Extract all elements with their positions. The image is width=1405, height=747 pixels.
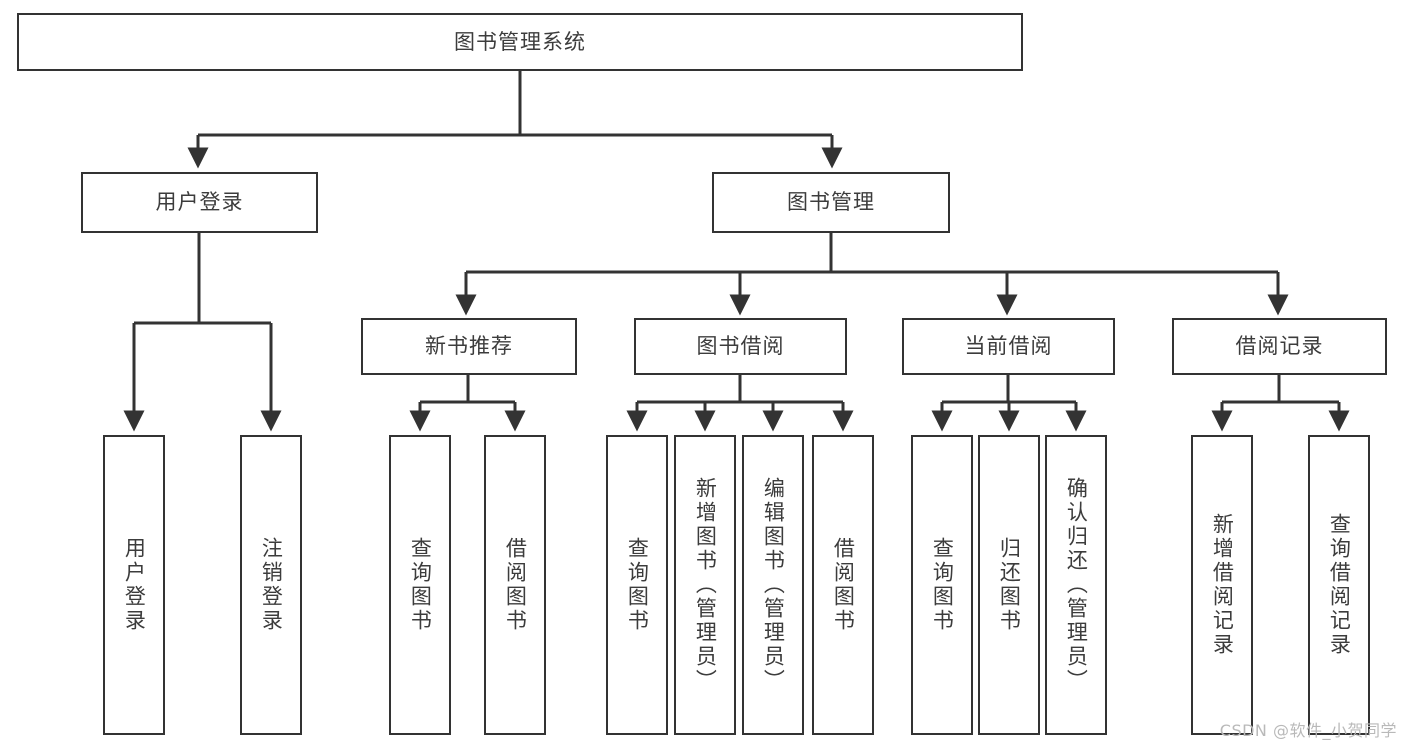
node-leaf-add-book-label: 新增图书（管理员） bbox=[693, 477, 718, 693]
node-leaf-add-book[interactable]: 新增图书（管理员） bbox=[674, 435, 736, 735]
node-leaf-add-record[interactable]: 新增借阅记录 bbox=[1191, 435, 1253, 735]
node-leaf-query-book-2[interactable]: 查询图书 bbox=[606, 435, 668, 735]
watermark-text: CSDN @软件_小贺同学 bbox=[1219, 721, 1397, 740]
node-root-label: 图书管理系统 bbox=[454, 29, 586, 54]
node-leaf-confirm-return[interactable]: 确认归还（管理员） bbox=[1045, 435, 1107, 735]
node-user-login[interactable]: 用户登录 bbox=[81, 172, 318, 233]
node-current-borrow-label: 当前借阅 bbox=[964, 334, 1053, 359]
node-leaf-query-book-3[interactable]: 查询图书 bbox=[911, 435, 973, 735]
node-book-borrow-label: 图书借阅 bbox=[696, 334, 785, 359]
node-leaf-user-login-label: 用户登录 bbox=[122, 537, 147, 633]
node-leaf-borrow-book-1[interactable]: 借阅图书 bbox=[484, 435, 546, 735]
node-leaf-borrow-book-1-label: 借阅图书 bbox=[503, 537, 528, 633]
node-leaf-query-book-3-label: 查询图书 bbox=[930, 537, 955, 633]
node-book-borrow[interactable]: 图书借阅 bbox=[634, 318, 847, 375]
node-leaf-edit-book-label: 编辑图书（管理员） bbox=[761, 477, 786, 693]
node-leaf-query-record-label: 查询借阅记录 bbox=[1327, 513, 1352, 657]
node-leaf-user-login[interactable]: 用户登录 bbox=[103, 435, 165, 735]
node-leaf-query-record[interactable]: 查询借阅记录 bbox=[1308, 435, 1370, 735]
node-leaf-borrow-book-2[interactable]: 借阅图书 bbox=[812, 435, 874, 735]
node-book-manage[interactable]: 图书管理 bbox=[712, 172, 950, 233]
node-leaf-query-book-2-label: 查询图书 bbox=[625, 537, 650, 633]
node-leaf-add-record-label: 新增借阅记录 bbox=[1210, 513, 1235, 657]
node-leaf-return-book-label: 归还图书 bbox=[997, 537, 1022, 633]
node-book-manage-label: 图书管理 bbox=[787, 190, 875, 215]
node-leaf-query-book-1[interactable]: 查询图书 bbox=[389, 435, 451, 735]
node-new-book-recommend-label: 新书推荐 bbox=[425, 334, 513, 359]
node-leaf-edit-book[interactable]: 编辑图书（管理员） bbox=[742, 435, 804, 735]
node-leaf-query-book-1-label: 查询图书 bbox=[408, 537, 433, 633]
node-user-login-label: 用户登录 bbox=[155, 190, 244, 215]
node-leaf-borrow-book-2-label: 借阅图书 bbox=[831, 537, 856, 633]
node-leaf-logout-login-label: 注销登录 bbox=[259, 537, 284, 633]
node-new-book-recommend[interactable]: 新书推荐 bbox=[361, 318, 577, 375]
node-leaf-logout-login[interactable]: 注销登录 bbox=[240, 435, 302, 735]
node-borrow-record[interactable]: 借阅记录 bbox=[1172, 318, 1387, 375]
node-current-borrow[interactable]: 当前借阅 bbox=[902, 318, 1115, 375]
node-leaf-confirm-return-label: 确认归还（管理员） bbox=[1064, 477, 1089, 693]
node-leaf-return-book[interactable]: 归还图书 bbox=[978, 435, 1040, 735]
node-borrow-record-label: 借阅记录 bbox=[1235, 334, 1324, 359]
node-root[interactable]: 图书管理系统 bbox=[17, 13, 1023, 71]
